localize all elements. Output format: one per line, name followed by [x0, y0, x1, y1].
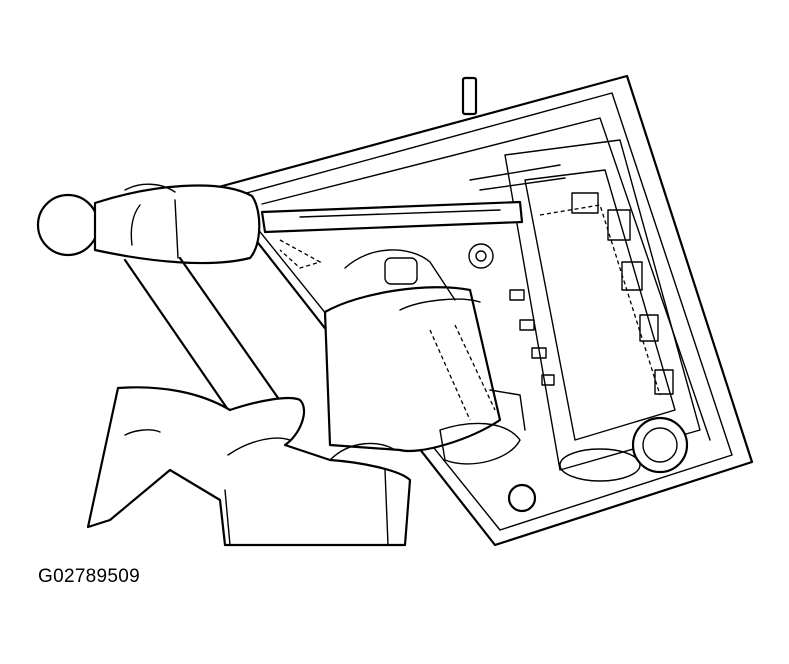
figure-id-label: G02789509	[38, 566, 141, 587]
hammer	[36, 183, 292, 432]
push-rod	[260, 200, 524, 269]
drift-punch	[323, 249, 526, 465]
valve-body	[468, 139, 701, 471]
hand-arm	[86, 386, 412, 547]
bushing-boss	[507, 416, 689, 513]
dowel-pin	[461, 76, 478, 116]
